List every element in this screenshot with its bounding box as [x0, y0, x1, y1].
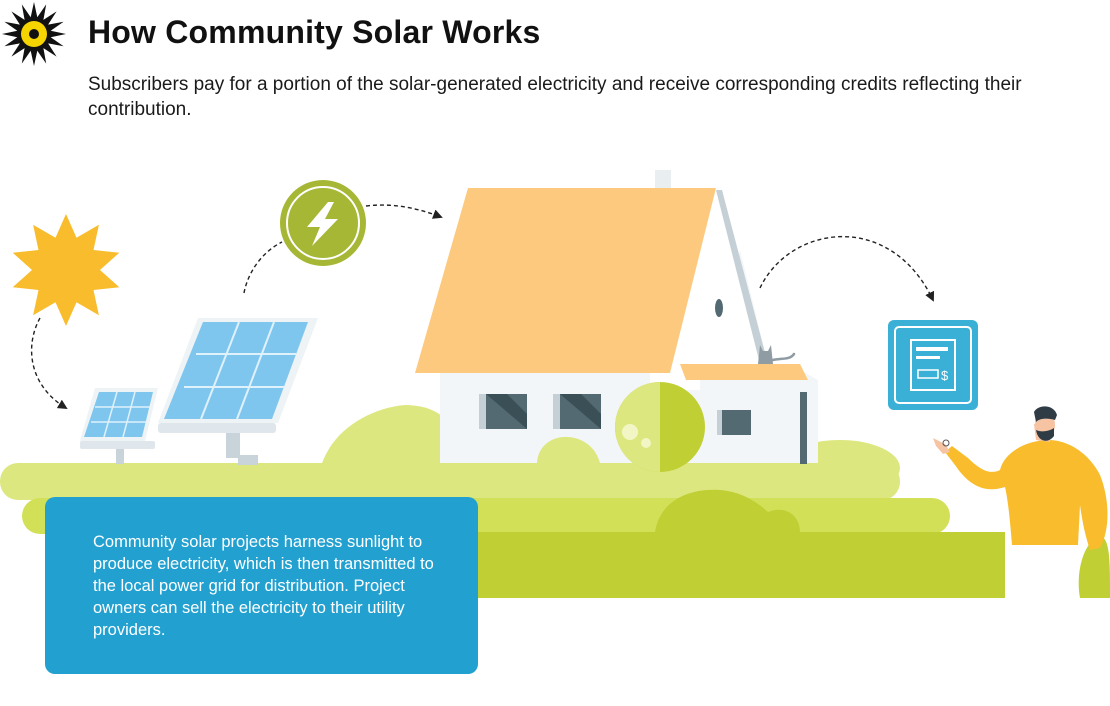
arrow-panels-to-energy	[243, 241, 283, 294]
cat-icon	[758, 345, 796, 364]
solar-panel-small-icon	[80, 388, 158, 464]
sun-icon	[12, 214, 120, 326]
arrow-energy-to-house	[365, 204, 443, 219]
window-middle	[553, 394, 601, 429]
arrow-house-to-bill	[759, 236, 935, 302]
bush-left-back	[320, 405, 445, 470]
bill-currency-symbol: $	[941, 368, 949, 383]
window-right	[717, 410, 751, 435]
flow-arrows	[30, 204, 935, 410]
bush-icon	[615, 382, 705, 472]
bill-icon: $	[888, 320, 978, 410]
grass-band-dark	[470, 532, 1005, 598]
info-box: Community solar projects harness sunligh…	[45, 497, 478, 674]
grass-band-light	[0, 463, 900, 500]
bush-front	[655, 489, 800, 532]
window-left	[479, 394, 527, 429]
solar-panel-large-icon	[158, 318, 318, 465]
bush-house-front	[537, 436, 600, 463]
person-icon	[933, 406, 1108, 598]
page-subtitle: Subscribers pay for a portion of the sol…	[88, 74, 1022, 120]
house-icon	[415, 170, 818, 464]
lightning-bolt-icon	[280, 180, 366, 266]
arrow-sun-to-panels	[30, 317, 68, 410]
info-box-text: Community solar projects harness sunligh…	[93, 533, 434, 639]
page-title: How Community Solar Works	[88, 14, 541, 50]
bush-far-right	[1078, 536, 1110, 598]
sun-logo-icon	[2, 2, 66, 66]
